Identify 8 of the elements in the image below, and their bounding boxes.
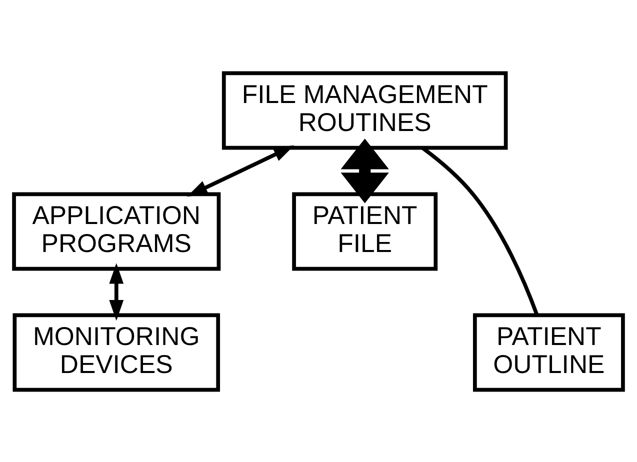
node-box: FILE MANAGEMENT ROUTINES [222, 70, 508, 150]
node-box: MONITORING DEVICES [12, 312, 220, 392]
node-box: APPLICATION PROGRAMS [12, 192, 221, 270]
arrow [340, 138, 389, 203]
node-box: PATIENT OUTLINE [473, 312, 625, 392]
arrow [109, 262, 124, 320]
node-box: PATIENT FILE [292, 192, 438, 270]
arrow [186, 144, 294, 196]
